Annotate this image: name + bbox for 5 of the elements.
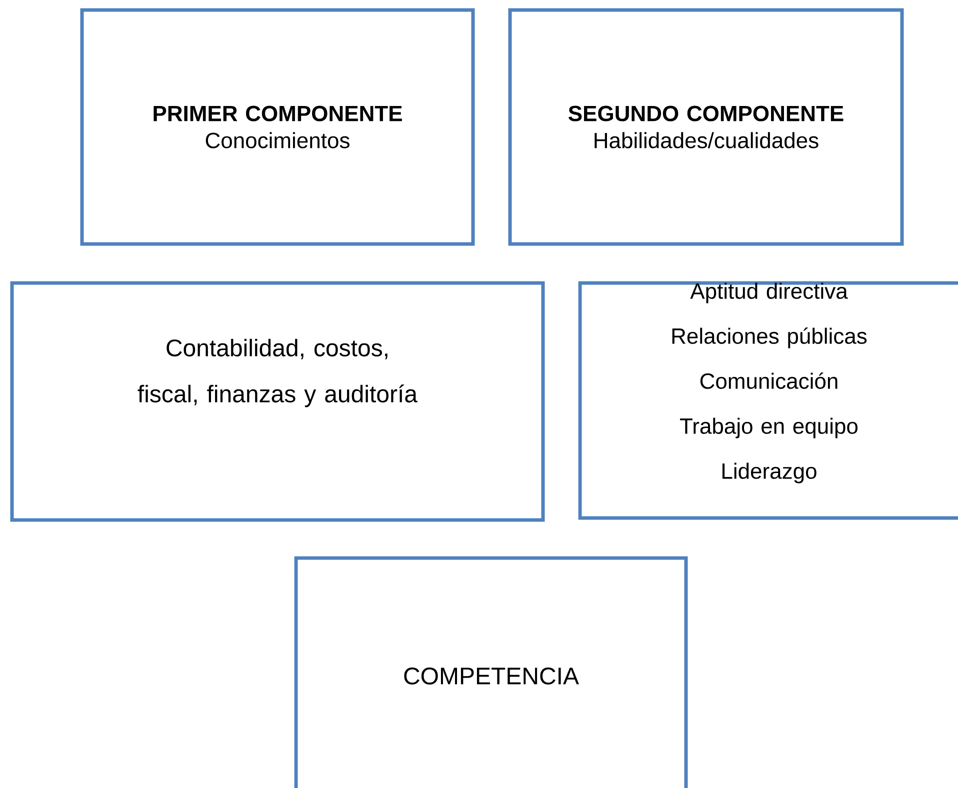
text-box: PRIMER COMPONENTE Conocimientos [80,8,475,246]
text-box: Aptitud directiva Relaciones públicas Comunicación Trabajo en equipo Liderazgo [578,281,958,520]
text-box: SEGUNDO COMPONENTE Habilidades/cualidades [508,8,904,246]
text-box: Contabilidad, costos, fiscal, finanzas y auditoría [10,281,545,522]
text-box: COMPETENCIA [294,556,688,788]
